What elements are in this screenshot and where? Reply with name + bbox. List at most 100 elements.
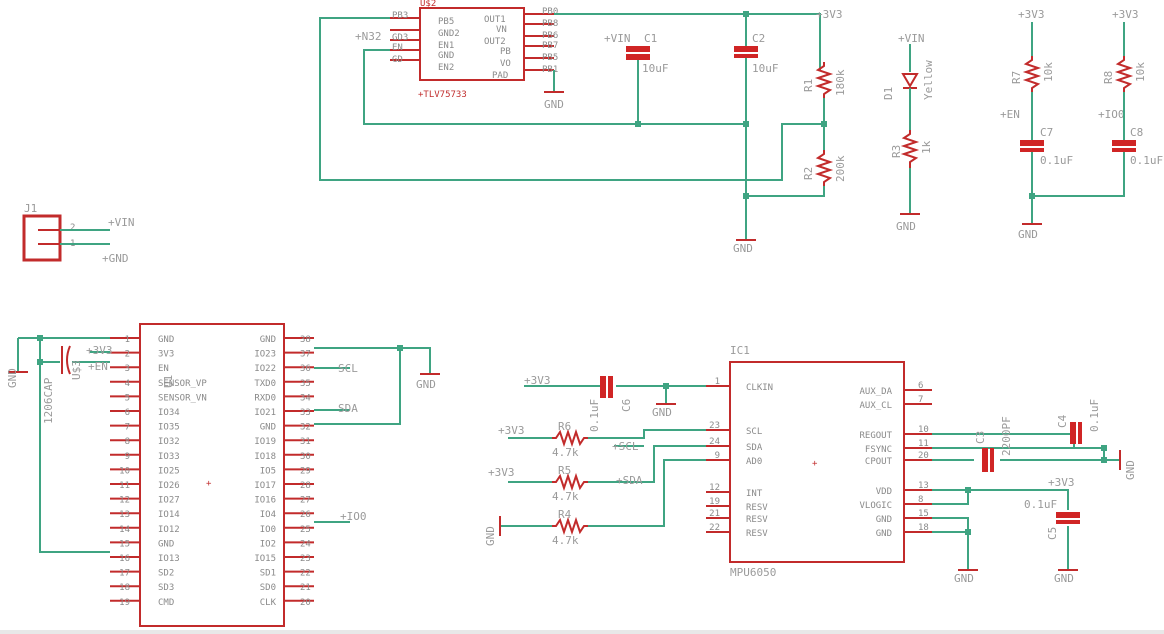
u1-pin-left-number: 12 bbox=[119, 496, 130, 506]
u1-scl-label: SCL bbox=[338, 362, 358, 375]
u2-pnum-l0: PB3 bbox=[392, 11, 408, 21]
ic1-origin-mark: + bbox=[812, 459, 818, 469]
u1-pin-right-number: 30 bbox=[300, 452, 311, 462]
ic1-3v3-clk-label: +3V3 bbox=[524, 374, 551, 387]
ic1-pin-left-number: 21 bbox=[709, 509, 720, 519]
u1-pin-left-label: 3V3 bbox=[158, 350, 174, 360]
u1-pin-right-label: IO22 bbox=[254, 364, 276, 374]
resistor-r4[interactable] bbox=[552, 516, 588, 536]
c1-name: C1 bbox=[644, 32, 657, 45]
io0-net-label: +IO0 bbox=[1098, 108, 1125, 121]
u2-pnum-l1: GD3 bbox=[392, 33, 408, 43]
ic1-pin-right-number: 13 bbox=[918, 481, 929, 491]
r4-value: 4.7k bbox=[552, 534, 579, 547]
resistor-r2[interactable] bbox=[814, 150, 834, 186]
u1-pin-left-label: SENSOR_VN bbox=[158, 393, 207, 403]
vin-led-label: +VIN bbox=[898, 32, 925, 45]
u2-pnum-r4: PB5 bbox=[542, 53, 558, 63]
capacitor-c2[interactable] bbox=[734, 46, 758, 58]
ic1-pin-left-number: 24 bbox=[709, 437, 720, 447]
u1-pin-right-number: 23 bbox=[300, 554, 311, 564]
u1-pin-right-number: 22 bbox=[300, 569, 311, 579]
u1-pin-left-label: SD3 bbox=[158, 583, 174, 593]
capacitor-u3[interactable] bbox=[61, 345, 71, 375]
u1-cap-name: U$3 bbox=[70, 360, 83, 380]
capacitor-c8[interactable] bbox=[1112, 140, 1136, 152]
ic1-pin-left-label: SDA bbox=[746, 443, 763, 453]
c1-value: 10uF bbox=[642, 62, 669, 75]
u1-pin-left-number: 1 bbox=[125, 335, 130, 345]
ic1-gnd-symbols bbox=[499, 403, 1121, 571]
u1-pin-left-number: 17 bbox=[119, 569, 130, 579]
capacitor-c4[interactable] bbox=[1070, 422, 1082, 444]
r4-gnd-label: GND bbox=[484, 526, 497, 546]
u1-pin-left-number: 14 bbox=[119, 525, 130, 535]
u1-pin-right-number: 27 bbox=[300, 496, 311, 506]
u1-pin-right-label: CLK bbox=[260, 598, 277, 608]
ic1-pin-left-label: AD0 bbox=[746, 457, 762, 467]
ic1-pin-left-label: INT bbox=[746, 489, 763, 499]
ic1-pin-right-number: 8 bbox=[918, 495, 923, 505]
j1-gnd-label: +GND bbox=[102, 252, 129, 265]
u1-pin-right-label: IO19 bbox=[254, 437, 276, 447]
capacitor-c6[interactable] bbox=[600, 376, 613, 398]
r8-value: 10k bbox=[1134, 62, 1147, 82]
ic1-sda-net: +SDA bbox=[616, 474, 643, 487]
ic1-wires bbox=[500, 385, 1120, 570]
ic1-pin-right-label: GND bbox=[876, 515, 892, 525]
u1-pin-right-number: 35 bbox=[300, 379, 311, 389]
capacitor-c1[interactable] bbox=[626, 46, 650, 60]
u1-io0-label: +IO0 bbox=[340, 510, 367, 523]
resistor-r7[interactable] bbox=[1022, 56, 1042, 92]
connector-j1[interactable] bbox=[22, 214, 62, 262]
ic1-pin-right-label: AUX_CL bbox=[859, 401, 892, 411]
v3-r7-label: +3V3 bbox=[1018, 8, 1045, 21]
resistor-r6[interactable] bbox=[552, 428, 588, 448]
resistor-r5[interactable] bbox=[552, 472, 588, 492]
en-net-label: +EN bbox=[1000, 108, 1020, 121]
u2-pin-l3: GND bbox=[438, 51, 454, 61]
r3-value: 1k bbox=[920, 140, 933, 154]
u1-pin-right-label: IO0 bbox=[260, 525, 276, 535]
u1-pin-left-label: GND bbox=[158, 335, 174, 345]
r3-name: R3 bbox=[890, 145, 903, 158]
capacitor-c7[interactable] bbox=[1020, 140, 1044, 152]
r6-3v3-label: +3V3 bbox=[498, 424, 525, 437]
u1-pin-right-number: 26 bbox=[300, 510, 311, 520]
imu-ic1[interactable] bbox=[706, 361, 932, 563]
capacitor-c5[interactable] bbox=[1056, 512, 1080, 524]
u1-pin-right-label: RXD0 bbox=[254, 393, 276, 403]
gnd-r2-label: GND bbox=[733, 242, 753, 255]
c2-value: 10uF bbox=[752, 62, 779, 75]
c7-name: C7 bbox=[1040, 126, 1053, 139]
resistor-r8[interactable] bbox=[1114, 56, 1134, 92]
u1-sda-label: SDA bbox=[338, 402, 358, 415]
ic1-pin-right-number: 10 bbox=[918, 425, 929, 435]
junction-c7 bbox=[1029, 193, 1035, 199]
regulator-u2[interactable]: U$2 +TLV75733 PB5 GND2 EN1 GND EN2 OUT1 … bbox=[390, 0, 558, 100]
u1-junctions bbox=[37, 335, 403, 365]
u1-pin-right-number: 29 bbox=[300, 466, 311, 476]
ic1-pin-right-label: VDD bbox=[876, 487, 892, 497]
c4-name: C4 bbox=[1056, 414, 1069, 428]
capacitor-c3[interactable] bbox=[982, 448, 994, 472]
led-d1[interactable] bbox=[901, 44, 919, 130]
net-n32: +N32 bbox=[355, 30, 382, 43]
u1-pin-left-number: 9 bbox=[125, 452, 130, 462]
j1-pin2: 2 bbox=[70, 223, 75, 233]
u2-pnum-r1: PB8 bbox=[542, 19, 558, 29]
r4-name: R4 bbox=[558, 508, 572, 521]
ic1-pin-left-number: 22 bbox=[709, 523, 720, 533]
u1-pin-left-number: 8 bbox=[125, 437, 130, 447]
resistor-r1[interactable] bbox=[814, 62, 834, 98]
canvas-footer-strip bbox=[0, 630, 1164, 634]
resistor-r3[interactable] bbox=[900, 130, 920, 168]
u1-pin-left-number: 4 bbox=[125, 379, 130, 389]
u1-pin-left-label: SENSOR_VP bbox=[158, 379, 207, 389]
ic1-pin-right-label: AUX_DA bbox=[859, 387, 892, 397]
mcu-u1[interactable] bbox=[110, 323, 314, 627]
u1-wires bbox=[17, 337, 431, 553]
r5-3v3-label: +3V3 bbox=[488, 466, 515, 479]
u1-pin-right-number: 20 bbox=[300, 598, 311, 608]
